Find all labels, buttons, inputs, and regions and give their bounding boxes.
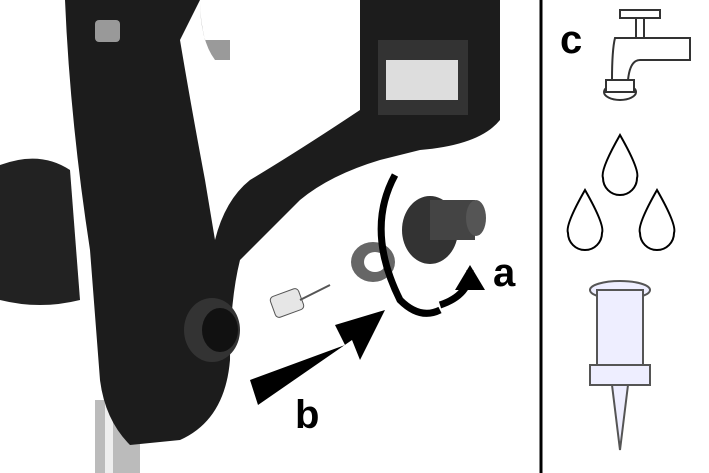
tap-connector (402, 196, 486, 264)
device-body (65, 0, 500, 445)
filter-insert (269, 284, 331, 318)
label-b: b (295, 393, 320, 437)
filter-icon (589, 280, 651, 451)
rotation-arrow-icon (377, 173, 485, 317)
water-drop-icons (566, 132, 676, 251)
insert-direction-arrow-icon (250, 310, 385, 405)
water-tap-icon (603, 9, 691, 101)
label-c: c (560, 18, 583, 62)
label-a: a (493, 251, 516, 295)
